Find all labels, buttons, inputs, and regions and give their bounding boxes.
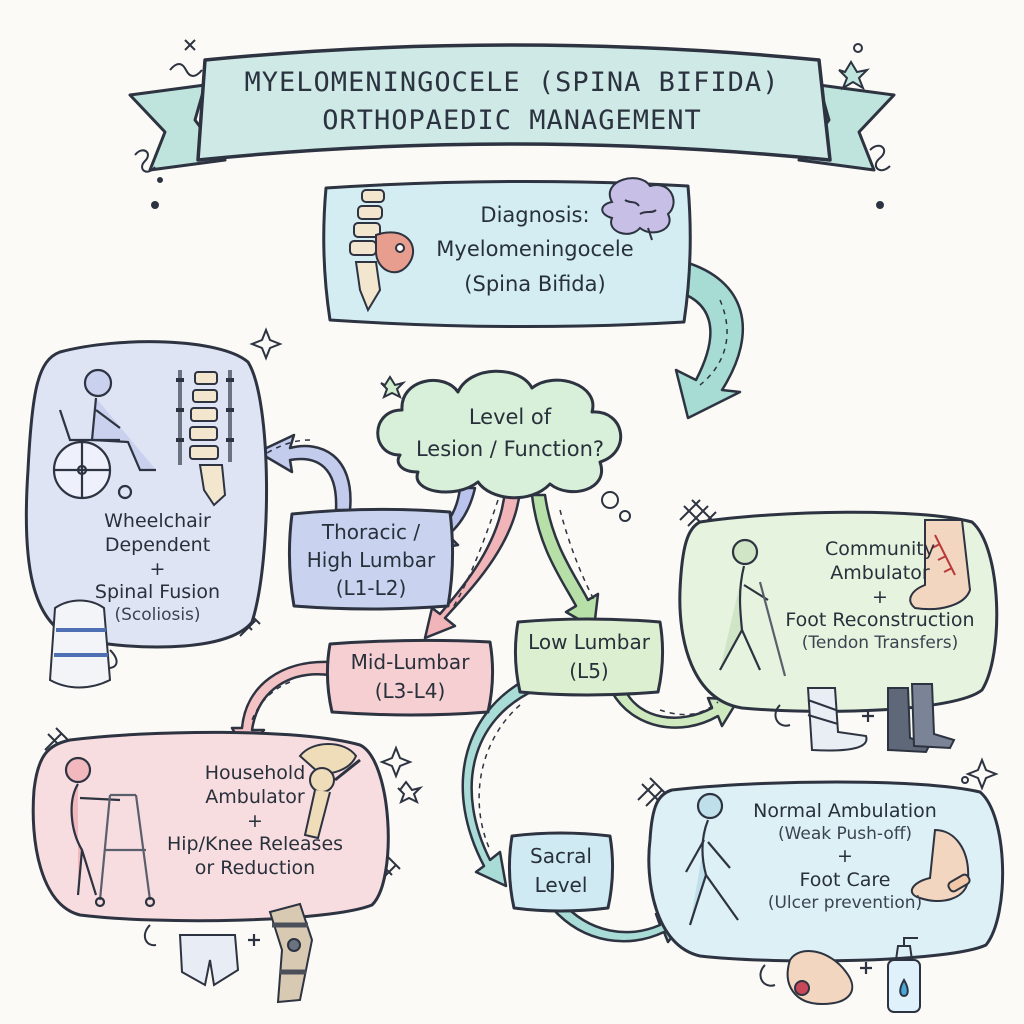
normal-line-2: Foot Care bbox=[799, 868, 891, 891]
household-outcome-blob bbox=[31, 730, 390, 923]
low-lumbar-line-2: (L5) bbox=[569, 659, 609, 683]
mid-lumbar-box bbox=[325, 638, 495, 717]
wheelchair-line-2: Dependent bbox=[104, 533, 211, 556]
community-outcome-text: Community Ambulator + Foot Reconstructio… bbox=[770, 538, 990, 654]
decision-line-2: Lesion / Function? bbox=[415, 437, 605, 462]
thoracic-label: Thoracic / High Lumbar (L1-L2) bbox=[296, 520, 446, 601]
household-line-1: Household bbox=[204, 762, 306, 784]
household-line-4: or Reduction bbox=[194, 857, 316, 879]
diagnosis-box bbox=[322, 179, 692, 329]
household-line-2: Ambulator bbox=[205, 785, 305, 808]
diagnosis-line-1: Diagnosis: bbox=[480, 203, 590, 227]
dashed-guides bbox=[251, 299, 728, 851]
normal-line-1: Normal Ambulation bbox=[753, 800, 937, 822]
sacral-line-2: Level bbox=[534, 873, 588, 897]
knee-brace-icon bbox=[268, 902, 314, 1004]
foot-surgery-icon bbox=[909, 519, 972, 611]
community-outcome-blob bbox=[678, 510, 999, 713]
icon-plus-signs bbox=[248, 710, 874, 974]
foot-icon bbox=[910, 828, 971, 902]
walking-person-icon bbox=[685, 792, 739, 926]
title-banner bbox=[128, 43, 896, 172]
community-line-2: Ambulator bbox=[830, 561, 930, 584]
thoracic-line-2: High Lumbar bbox=[306, 548, 436, 572]
foot-ulcer-icon bbox=[759, 950, 854, 1006]
title-line-1: MYELOMENINGOCELE (SPINA BIFIDA) bbox=[244, 67, 780, 98]
wheelchair-plus: + bbox=[149, 557, 166, 580]
low-lumbar-line-1: Low Lumbar bbox=[528, 630, 650, 654]
wheelchair-outcome-text: Wheelchair Dependent + Spinal Fusion (Sc… bbox=[70, 510, 245, 626]
community-note: (Tendon Transfers) bbox=[801, 633, 959, 653]
hip-joint-icon bbox=[298, 743, 361, 840]
diagnosis-line-3: (Spina Bifida) bbox=[464, 271, 606, 296]
wheelchair-user-icon bbox=[52, 368, 156, 500]
mid-lumbar-line-2: (L3-L4) bbox=[374, 679, 446, 703]
wheelchair-line-1: Wheelchair bbox=[104, 510, 211, 532]
lotion-bottle-icon bbox=[887, 937, 921, 1013]
household-line-3: Hip/Knee Releases bbox=[166, 833, 344, 856]
community-line-1: Community bbox=[825, 538, 935, 560]
thoracic-line-1: Thoracic / bbox=[321, 520, 421, 544]
sacral-line-1: Sacral bbox=[530, 844, 592, 868]
spinal-rods-icon bbox=[176, 370, 234, 507]
household-plus: + bbox=[247, 809, 263, 832]
community-line-3: Foot Reconstruction bbox=[785, 609, 975, 632]
normal-outcome-text: Normal Ambulation (Weak Push-off) + Foot… bbox=[735, 800, 955, 914]
spine-icon bbox=[349, 189, 415, 313]
hip-orthosis-icon bbox=[143, 924, 240, 987]
diagnosis-text: Diagnosis: Myelomeningocele (Spina Bifid… bbox=[420, 202, 650, 297]
low-lumbar-label: Low Lumbar (L5) bbox=[520, 630, 658, 684]
normal-plus: + bbox=[837, 845, 853, 867]
decision-text: Level of Lesion / Function? bbox=[405, 404, 615, 463]
decision-line-1: Level of bbox=[468, 405, 552, 429]
thoracic-box bbox=[287, 507, 455, 611]
thoracic-line-3: (L1-L2) bbox=[335, 576, 407, 600]
walker-user-icon bbox=[64, 756, 156, 908]
wheelchair-line-3: Spinal Fusion bbox=[94, 581, 221, 604]
tlso-brace-icon bbox=[48, 599, 118, 689]
normal-outcome-blob bbox=[647, 780, 1005, 963]
afo-brace-icon bbox=[887, 683, 956, 754]
brain-icon bbox=[601, 177, 675, 241]
mid-lumbar-label: Mid-Lumbar (L3-L4) bbox=[334, 650, 486, 704]
crutch-walker-icon bbox=[719, 538, 787, 677]
sacral-label: Sacral Level bbox=[514, 844, 608, 898]
sacral-box bbox=[507, 831, 615, 913]
mid-lumbar-line-1: Mid-Lumbar bbox=[350, 650, 470, 674]
decision-cloud bbox=[376, 369, 631, 522]
household-outcome-text: Household Ambulator + Hip/Knee Releases … bbox=[150, 762, 360, 881]
normal-note-2: (Ulcer prevention) bbox=[767, 892, 923, 913]
flow-arrows bbox=[230, 260, 745, 944]
diagnosis-line-2: Myelomeningocele bbox=[436, 237, 634, 262]
title-line-2: ORTHOPAEDIC MANAGEMENT bbox=[322, 105, 702, 136]
low-lumbar-box bbox=[513, 617, 665, 697]
community-plus: + bbox=[872, 585, 888, 608]
foot-cast-icon bbox=[774, 687, 868, 752]
normal-note-1: (Weak Push-off) bbox=[777, 823, 913, 844]
wheelchair-note: (Scoliosis) bbox=[114, 605, 201, 625]
